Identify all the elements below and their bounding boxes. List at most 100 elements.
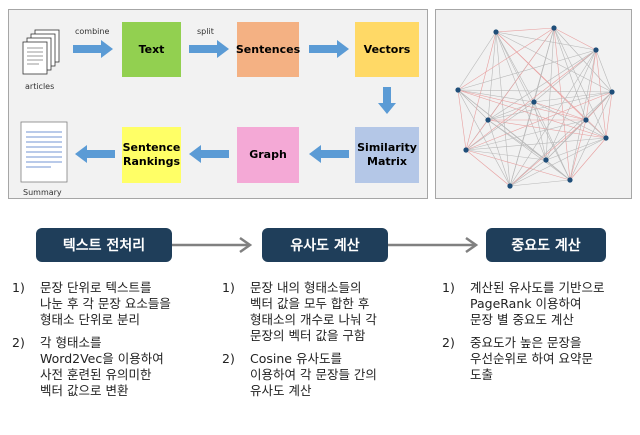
graph-edge <box>509 91 613 187</box>
graph-edge <box>465 49 597 151</box>
graph-node <box>507 183 513 189</box>
sentence-rankings-box: Sentence Rankings <box>122 127 181 183</box>
graph-edge <box>457 27 555 91</box>
graph-edge <box>495 31 547 161</box>
graph-node <box>583 117 589 123</box>
graph-box: Graph <box>237 127 299 183</box>
graph-edge <box>487 27 555 121</box>
graph-edge <box>457 89 535 103</box>
graph-edge <box>509 137 607 187</box>
graph-edge <box>495 31 597 51</box>
item-number: 2) <box>12 335 25 350</box>
pipeline-panel: articles combine Text split Sentences Ve… <box>8 9 428 199</box>
item-text: 문장 단위로 텍스트를 나눈 후 각 문장 요소들을 형태소 단위로 분리 <box>40 280 171 327</box>
item-number: 1) <box>442 280 455 295</box>
step-arrow-2 <box>388 236 479 254</box>
graph-edge <box>457 89 613 93</box>
text-box: Text <box>122 22 181 77</box>
similarity-details: 1) 문장 내의 형태소들의 벡터 값을 모두 합한 후 형태소의 개수로 나눠… <box>222 280 427 406</box>
item-text: 계산된 유사도를 기반으로 PageRank 이용하여 문장 별 중요도 계산 <box>470 280 605 327</box>
preprocessing-details: 1) 문장 단위로 텍스트를 나눈 후 각 문장 요소들을 형태소 단위로 분리… <box>12 280 212 406</box>
graph-edge <box>465 149 511 187</box>
graph-edge <box>533 91 613 103</box>
graph-node <box>543 157 549 163</box>
graph-edge <box>509 119 587 187</box>
graph-edge <box>465 149 571 181</box>
graph-edge <box>533 49 597 103</box>
importance-details: 1) 계산된 유사도를 기반으로 PageRank 이용하여 문장 별 중요도 … <box>442 280 638 390</box>
step-arrow-1 <box>172 236 253 254</box>
graph-edge <box>457 89 489 121</box>
step-similarity-title: 유사도 계산 <box>262 228 388 262</box>
list-item: 2) 각 형태소를 Word2Vec을 이용하여 사전 훈련된 유의미한 벡터 … <box>12 335 212 399</box>
graph-to-rankings-arrow <box>189 145 229 163</box>
graph-edge <box>487 101 535 121</box>
graph-edge <box>605 91 613 139</box>
similarity-graph <box>455 25 615 189</box>
graph-edge <box>465 119 587 151</box>
graph-node <box>609 89 615 95</box>
graph-edge <box>569 49 597 181</box>
graph-edge <box>457 49 597 91</box>
list-item: 1) 문장 단위로 텍스트를 나눈 후 각 문장 요소들을 형태소 단위로 분리 <box>12 280 212 328</box>
graph-edge <box>487 49 597 121</box>
graph-edge <box>465 31 497 151</box>
list-item: 1) 계산된 유사도를 기반으로 PageRank 이용하여 문장 별 중요도 … <box>442 280 638 328</box>
list-item: 1) 문장 내의 형태소들의 벡터 값을 모두 합한 후 형태소의 개수로 나눠… <box>222 280 427 344</box>
graph-edge <box>553 27 597 51</box>
graph-node <box>603 135 609 141</box>
graph-edge <box>457 89 607 139</box>
graph-edge <box>495 27 555 33</box>
graph-edge <box>585 49 597 121</box>
summary-label: Summary <box>23 188 62 197</box>
combine-arrow <box>73 40 113 58</box>
item-text: 문장 내의 형태소들의 벡터 값을 모두 합한 후 형태소의 개수로 나눠 각 … <box>250 280 377 343</box>
graph-edge <box>585 119 607 139</box>
graph-edge <box>495 31 511 187</box>
graph-edge <box>457 31 497 91</box>
graph-edge <box>509 179 571 187</box>
graph-edge <box>545 119 587 161</box>
split-label: split <box>197 27 214 36</box>
graph-edge <box>533 101 571 181</box>
graph-node <box>463 147 469 153</box>
articles-label: articles <box>25 82 55 91</box>
graph-edge <box>533 101 547 161</box>
graph-edge <box>533 101 587 121</box>
graph-node <box>531 99 537 105</box>
combine-label: combine <box>75 27 110 36</box>
graph-edge <box>509 159 547 187</box>
graph-edge <box>569 119 587 181</box>
graph-edge <box>553 27 607 139</box>
graph-edge <box>487 119 511 187</box>
graph-edge <box>487 119 547 161</box>
graph-node <box>493 29 499 35</box>
sentences-box: Sentences <box>236 22 300 77</box>
summary-document-icon <box>20 121 68 183</box>
list-item: 2) 중요도가 높은 문장을 우선순위로 하여 요약문 도출 <box>442 335 638 383</box>
item-number: 2) <box>442 335 455 350</box>
graph-edge <box>465 91 613 151</box>
graph-edge <box>457 89 547 161</box>
graph-edge <box>545 49 597 161</box>
item-text: 각 형태소를 Word2Vec을 이용하여 사전 훈련된 유의미한 벡터 값으로… <box>40 335 164 398</box>
item-number: 1) <box>12 280 25 295</box>
graph-node <box>455 87 461 93</box>
similarity-to-graph-arrow <box>309 145 349 163</box>
graph-edge <box>595 49 607 139</box>
graph-edge <box>495 31 535 103</box>
graph-edge <box>545 27 555 161</box>
graph-edge <box>465 119 489 151</box>
graph-edge <box>569 137 607 181</box>
list-item: 2) Cosine 유사도를 이용하여 각 문장들 간의 유사도 계산 <box>222 351 427 399</box>
sentences-to-vectors-arrow <box>309 40 349 58</box>
graph-edge <box>595 49 613 93</box>
graph-node <box>593 47 599 53</box>
item-number: 2) <box>222 351 235 366</box>
item-text: Cosine 유사도를 이용하여 각 문장들 간의 유사도 계산 <box>250 351 377 398</box>
graph-node <box>551 25 557 31</box>
vectors-box: Vectors <box>355 22 419 77</box>
graph-edge <box>465 101 535 151</box>
graph-edge <box>487 119 571 181</box>
similarity-matrix-box: Similarity Matrix <box>355 127 419 183</box>
